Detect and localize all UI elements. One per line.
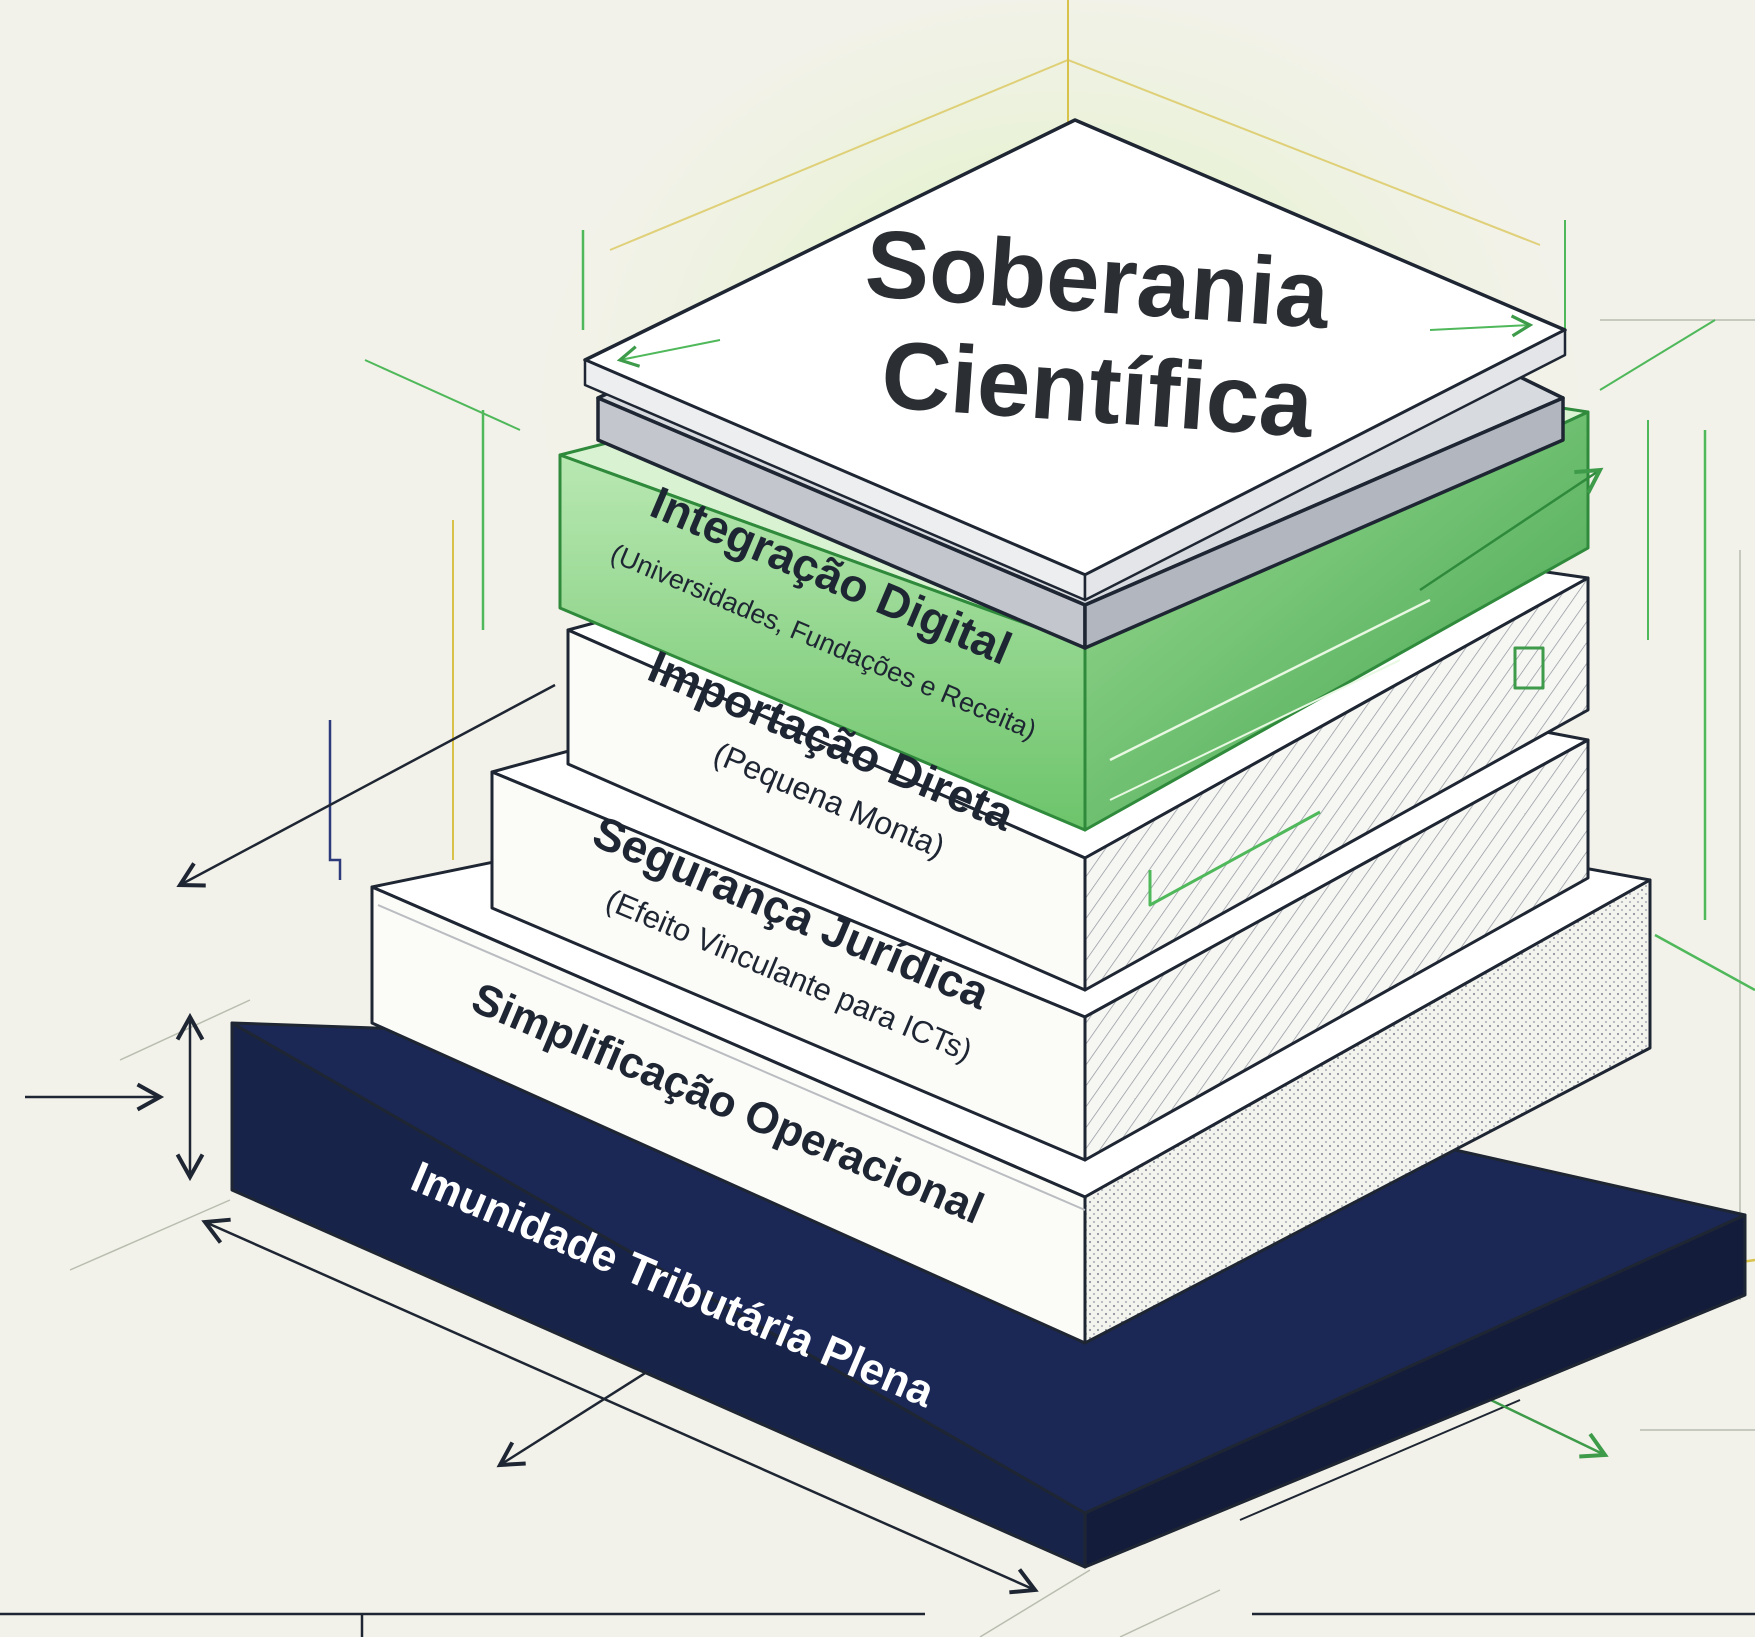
arrow-down-right <box>1469 1388 1609 1459</box>
layer-apex <box>583 118 1567 650</box>
width-dimension <box>201 1217 1039 1595</box>
baseline-rules <box>0 1612 1755 1637</box>
arrow-down-left <box>496 1368 651 1468</box>
dimension-arrows <box>25 683 1609 1595</box>
arrow-left-upper <box>176 683 556 888</box>
